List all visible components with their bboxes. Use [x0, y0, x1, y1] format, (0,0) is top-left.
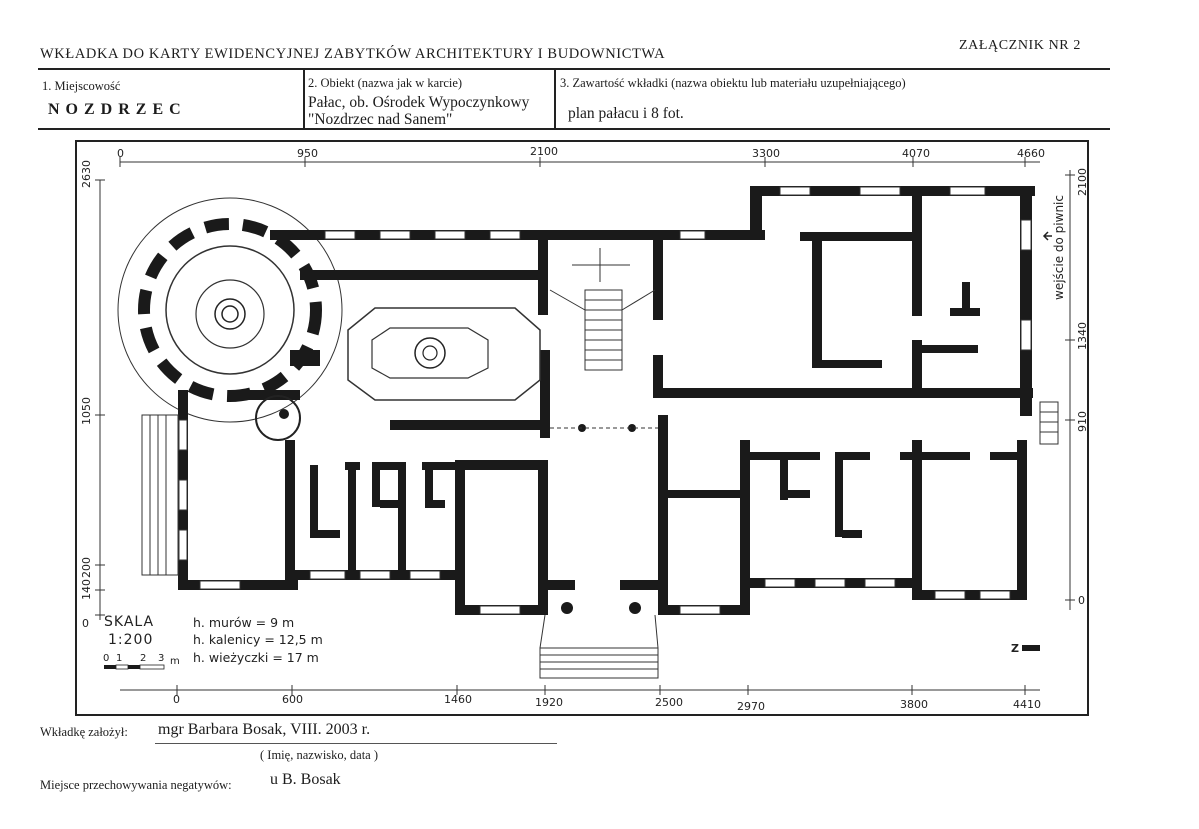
- bottom-dim-5: 2970: [737, 700, 765, 713]
- created-by-underline: [155, 743, 557, 744]
- created-by-label: Wkładkę założył:: [40, 725, 128, 739]
- scale-tick-1: 1: [116, 653, 123, 664]
- locality-label: 1. Miejscowość: [42, 79, 121, 93]
- scale-tick-2: 2: [140, 653, 147, 664]
- created-by-hint: ( Imię, nazwisko, data ): [260, 748, 379, 762]
- bottom-dim-0: 0: [173, 693, 180, 706]
- created-by-value: mgr Barbara Bosak, VIII. 2003 r.: [158, 721, 371, 738]
- divider-1: [303, 70, 305, 128]
- bottom-dim-3: 1920: [535, 696, 563, 709]
- top-dim-3: 3300: [752, 147, 780, 160]
- header-rule-bottom: [38, 128, 1110, 130]
- plan-frame: [75, 140, 1089, 716]
- bottom-dim-6: 3800: [900, 698, 928, 711]
- left-dim-1: 1050: [80, 397, 93, 425]
- content-label: 3. Zawartość wkładki (nazwa obiektu lub …: [560, 76, 906, 90]
- bottom-dim-4: 2500: [655, 696, 683, 709]
- left-terrace: [141, 414, 179, 576]
- header-rule-top: [38, 68, 1110, 70]
- north-label: Z: [1011, 642, 1019, 655]
- hall-columns: [561, 424, 641, 614]
- content-value: plan pałacu i 8 fot.: [568, 105, 684, 122]
- scale-bar-graphic: [104, 664, 165, 670]
- tower-wall: [138, 218, 322, 402]
- left-dim-2: 200: [80, 557, 93, 578]
- tower-outer-outline: [117, 197, 343, 423]
- height-walls: h. murów = 9 m: [193, 615, 295, 630]
- negatives-storage-value: u B. Bosak: [270, 771, 341, 788]
- bottom-dim-2: 1460: [444, 693, 472, 706]
- object-label: 2. Obiekt (nazwa jak w karcie): [308, 76, 463, 90]
- east-steps: [1039, 401, 1059, 445]
- entrance-arrow-icon: [1042, 231, 1052, 241]
- spiral-stair: [255, 395, 301, 441]
- bottom-dim-1: 600: [282, 693, 303, 706]
- building-walls: [178, 186, 1035, 615]
- right-dim-1: 1340: [1076, 322, 1089, 350]
- entrance-stairs: [539, 614, 659, 679]
- divider-2: [554, 70, 556, 128]
- top-dim-1: 950: [297, 147, 318, 160]
- top-dim-2: 2100: [530, 145, 558, 158]
- object-value-line2: "Nozdrzec nad Sanem": [308, 111, 453, 128]
- north-marker-icon: [1022, 645, 1040, 651]
- top-dim-0: 0: [117, 147, 124, 160]
- left-dim-3: 140: [80, 579, 93, 600]
- top-dim-5: 4660: [1017, 147, 1045, 160]
- salon-rosette: [414, 337, 446, 369]
- height-ridge: h. kalenicy = 12,5 m: [193, 632, 323, 647]
- scale-value: 1:200: [108, 632, 154, 648]
- main-staircase: [549, 248, 656, 371]
- annex-label: ZAŁĄCZNIK NR 2: [959, 38, 1081, 53]
- height-turret: h. wieżyczki = 17 m: [193, 650, 319, 665]
- tower-medallion-ring: [195, 279, 265, 349]
- salon-octagon-inner: [371, 327, 489, 379]
- bottom-dim-7: 4410: [1013, 698, 1041, 711]
- salon-octagon-outer: [347, 307, 541, 401]
- locality-value: NOZDRZEC: [48, 101, 187, 118]
- cellar-entrance-note: wejście do piwnic: [1052, 195, 1066, 300]
- negatives-storage-label: Miejsce przechowywania negatywów:: [40, 778, 232, 792]
- top-dim-4: 4070: [902, 147, 930, 160]
- scale-label: SKALA: [104, 614, 155, 630]
- object-value-line1: Pałac, ob. Ośrodek Wypoczynkowy: [308, 94, 530, 111]
- tower-inner-ring: [165, 245, 295, 375]
- right-dim-2: 910: [1076, 411, 1089, 432]
- left-dim-4: 0: [82, 617, 89, 630]
- scale-tick-unit: m: [170, 656, 180, 667]
- scale-tick-3: 3: [158, 653, 165, 664]
- left-dim-0: 2630: [80, 160, 93, 188]
- windows: [178, 186, 1032, 615]
- right-dim-0: 2100: [1076, 168, 1089, 196]
- scale-tick-0: 0: [103, 653, 110, 664]
- form-title: WKŁADKA DO KARTY EWIDENCYJNEJ ZABYTKÓW A…: [40, 46, 666, 62]
- right-dim-3: 0: [1078, 594, 1085, 607]
- tower-rosette: [214, 298, 246, 330]
